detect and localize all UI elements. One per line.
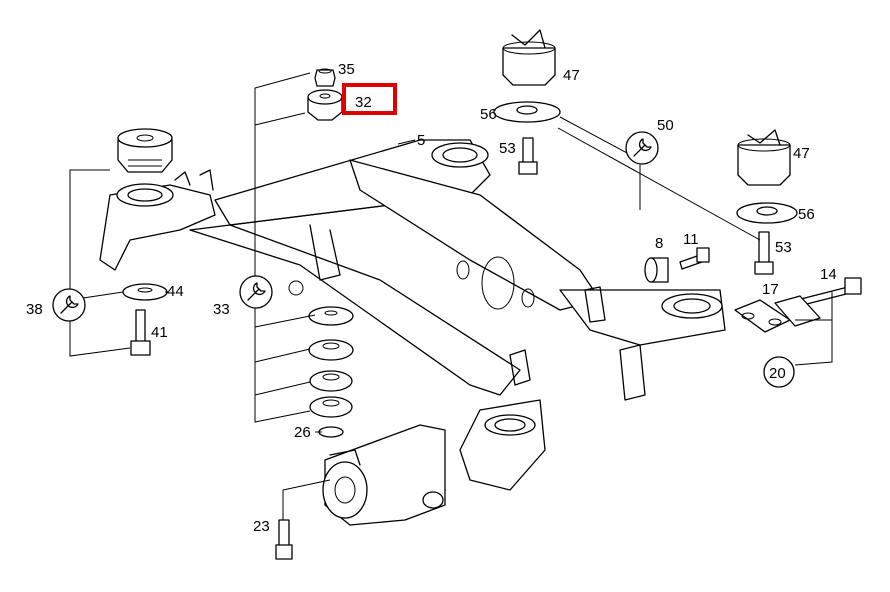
callout-56-lower: 56 <box>798 206 815 223</box>
bolt-41 <box>130 309 151 356</box>
callout-38: 38 <box>26 301 43 318</box>
callout-8: 8 <box>655 235 663 252</box>
bolt-53-lower <box>754 231 774 275</box>
rear-subframe <box>99 139 726 491</box>
callout-11: 11 <box>683 231 699 248</box>
wrench-icon <box>52 288 86 322</box>
nut-35 <box>314 68 336 87</box>
callout-50: 50 <box>657 117 674 134</box>
bushing-47-lower <box>737 129 791 186</box>
leader-lines <box>69 72 833 520</box>
callout-17: 17 <box>762 281 779 298</box>
callout-47-lower: 47 <box>793 145 810 162</box>
callout-5: 5 <box>417 132 425 149</box>
callout-26: 26 <box>294 424 311 441</box>
mount-32 <box>307 89 343 121</box>
differential-housing <box>322 424 446 526</box>
callout-53-upper: 53 <box>499 140 516 157</box>
callout-14: 14 <box>820 266 837 283</box>
callout-32: 32 <box>355 94 372 111</box>
callout-20: 20 <box>769 365 786 382</box>
washer-56-upper <box>493 101 561 123</box>
wrench-icon <box>239 275 273 309</box>
highlight-box-32 <box>342 83 397 115</box>
rubber-mount-left <box>117 128 173 173</box>
callout-44: 44 <box>167 283 184 300</box>
washer-stack-33 <box>308 306 354 418</box>
link-17 <box>734 295 821 333</box>
washer-44 <box>122 283 168 301</box>
bolt-11 <box>679 247 710 270</box>
callout-56-upper: 56 <box>480 106 497 123</box>
wrench-icon <box>625 131 659 165</box>
washer-56-lower <box>736 202 798 224</box>
callout-23: 23 <box>253 518 270 535</box>
bushing-47-upper <box>502 29 556 86</box>
bolt-23 <box>275 519 293 560</box>
callout-33: 33 <box>213 301 230 318</box>
bushing-8 <box>644 257 669 283</box>
callout-41: 41 <box>151 324 168 341</box>
clip-26 <box>318 426 344 438</box>
bolt-53-upper <box>518 137 538 175</box>
callout-20-circle <box>763 356 795 388</box>
callout-35: 35 <box>338 61 355 78</box>
callout-53-lower: 53 <box>775 239 792 256</box>
callout-47-upper: 47 <box>563 67 580 84</box>
